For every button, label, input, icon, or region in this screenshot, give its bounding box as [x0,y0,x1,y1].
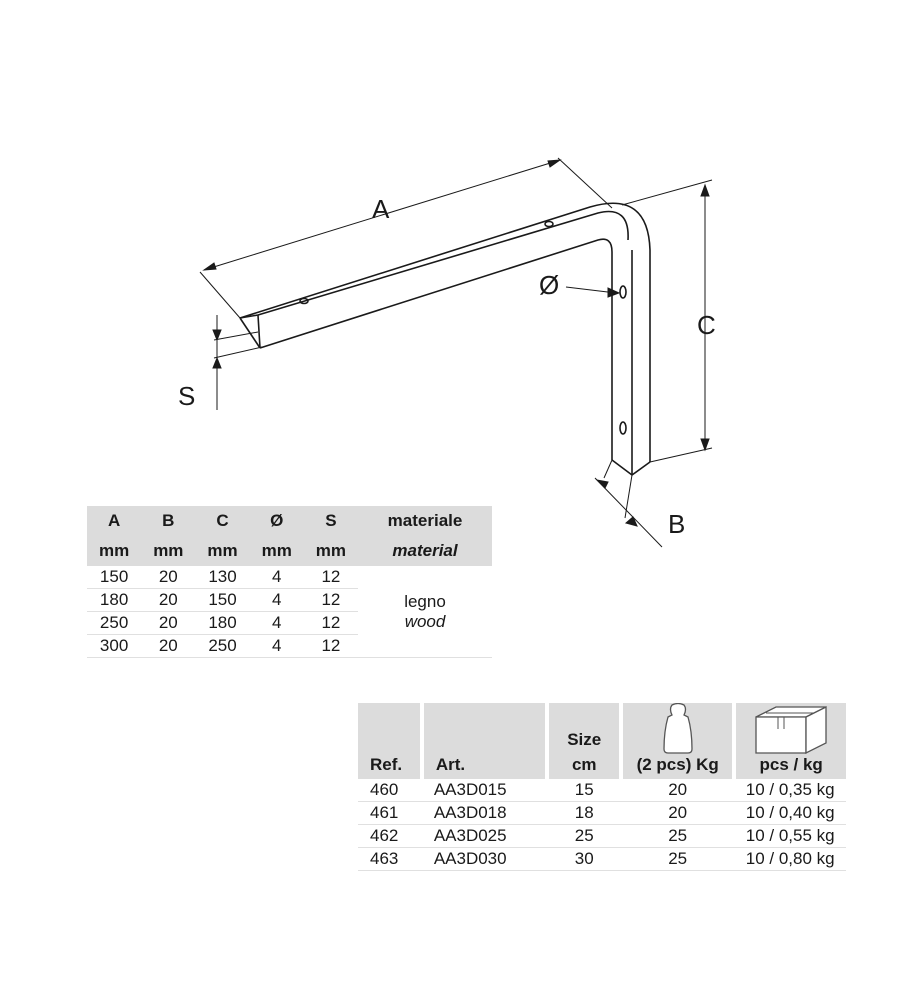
cell-s: 12 [303,634,359,658]
cell-s: 12 [303,588,359,612]
spec-unit-c: mm [195,536,250,566]
spec-header-units: mm mm mm mm mm material [87,536,492,566]
cell-b: 20 [141,611,196,635]
label-b: B [668,509,685,539]
hole [299,297,309,305]
cell-s: 12 [303,566,359,589]
table-row: 150 20 130 4 12 legno wood [87,566,492,658]
cell-a: 250 [87,611,142,635]
cell-pack: 10 / 0,55 kg [734,824,846,848]
cell-a: 150 [87,566,142,589]
cell-a: 180 [87,588,142,612]
hole [619,421,627,435]
cell-pack: 10 / 0,40 kg [734,801,846,825]
weight-icon [663,703,693,754]
material-it: legno [404,591,446,611]
header-pack-label: pcs / kg [759,755,823,774]
table-row: 460 AA3D015 15 20 10 / 0,35 kg [358,779,846,802]
header-size-top: Size [567,730,602,749]
dimensions-table: A B C Ø S materiale mm mm mm mm mm mater… [87,506,492,658]
spec-header-s: S [303,506,359,536]
spec-header-b: B [141,506,196,536]
table-row: 250 20 180 4 12 [87,611,492,635]
table-row: 300 20 250 4 12 [87,634,492,658]
header-ref: Ref. [358,703,424,779]
cell-diameter: 4 [249,634,304,658]
header-size-bottom: cm [571,755,597,774]
header-pack: pcs / kg [734,703,846,779]
cell-art: AA3D018 [421,801,548,825]
material-en: wood [404,611,446,631]
product-header: Ref. Art. Size cm (2 pcs) Kg [358,703,846,779]
cell-ref: 460 [358,779,422,802]
label-c: C [697,310,716,340]
cell-weight: 20 [621,801,735,825]
cell-size: 15 [547,779,622,802]
cell-s: 12 [303,611,359,635]
dimension-line-b [594,477,663,548]
cell-c: 150 [195,588,250,612]
cell-art: AA3D030 [421,847,548,871]
cell-weight: 25 [621,824,735,848]
header-weight-label: (2 pcs) Kg [636,755,719,774]
cell-size: 25 [547,824,622,848]
cell-c: 180 [195,611,250,635]
cell-ref: 461 [358,801,422,825]
bracket-technical-drawing: A C S B Ø [178,157,716,548]
cell-diameter: 4 [249,588,304,612]
cell-diameter: 4 [249,566,304,589]
spec-header-a: A [87,506,142,536]
cell-c: 250 [195,634,250,658]
spec-unit-s: mm [303,536,359,566]
spec-header-letters: A B C Ø S materiale [87,506,492,536]
cell-a: 300 [87,634,142,658]
product-table: Ref. Art. Size cm (2 pcs) Kg [358,703,846,871]
cell-b: 20 [141,634,196,658]
spec-header-material-en: material [358,536,492,566]
cell-pack: 10 / 0,35 kg [734,779,846,802]
spec-unit-diameter: mm [249,536,304,566]
box-icon [755,705,827,755]
label-s: S [178,381,195,411]
cell-ref: 463 [358,847,422,871]
cell-c: 130 [195,566,250,589]
hole [619,285,627,299]
cell-pack: 10 / 0,80 kg [734,847,846,871]
spec-header-diameter: Ø [249,506,304,536]
dimension-line-a [203,159,561,271]
cell-b: 20 [141,588,196,612]
table-row: 461 AA3D018 18 20 10 / 0,40 kg [358,801,846,825]
cell-ref: 462 [358,824,422,848]
header-art: Art. [421,703,550,779]
hole [544,220,554,228]
table-row: 180 20 150 4 12 [87,588,492,612]
cell-art: AA3D015 [421,779,548,802]
label-diameter: Ø [539,270,559,300]
cell-weight: 20 [621,779,735,802]
spec-unit-a: mm [87,536,142,566]
header-weight: (2 pcs) Kg [621,703,737,779]
cell-diameter: 4 [249,611,304,635]
spec-header-c: C [195,506,250,536]
cell-b: 20 [141,566,196,589]
cell-art: AA3D025 [421,824,548,848]
spec-unit-b: mm [141,536,196,566]
spec-header-material-it: materiale [358,506,492,536]
table-row: 462 AA3D025 25 25 10 / 0,55 kg [358,824,846,848]
cell-size: 30 [547,847,622,871]
cell-size: 18 [547,801,622,825]
label-a: A [372,194,390,224]
header-size: Size cm [547,703,624,779]
material-cell: legno wood [358,566,492,658]
table-row: 463 AA3D030 30 25 10 / 0,80 kg [358,847,846,871]
bracket-arm [259,238,613,460]
cell-weight: 25 [621,847,735,871]
